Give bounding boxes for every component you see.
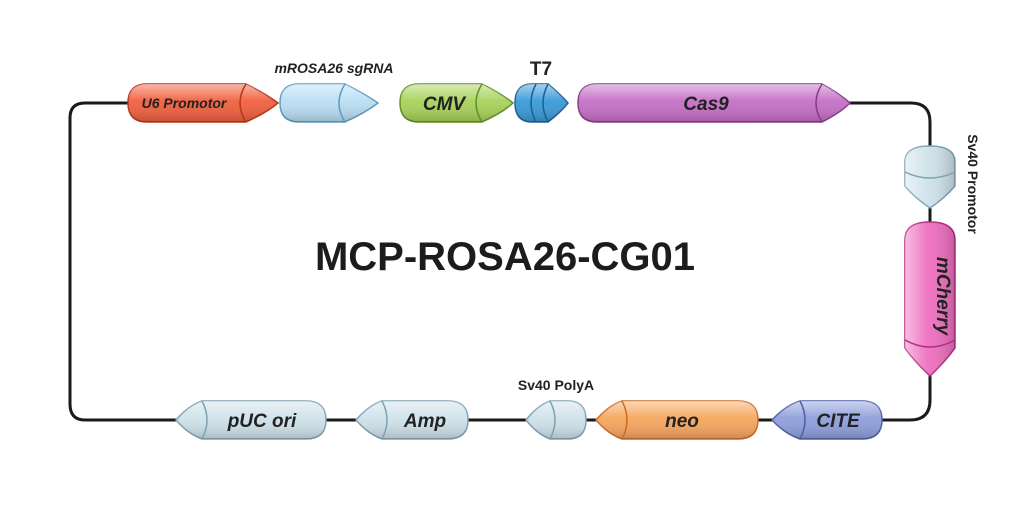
feature-sv40-promotor: [904, 145, 956, 209]
feature-amp: Amp: [355, 400, 469, 440]
sv40-promotor-label: Sv40 Promotor: [965, 134, 981, 234]
feature-t7: [514, 83, 569, 123]
plasmid-backbone: [68, 101, 932, 422]
feature-puc-ori: pUC ori: [175, 400, 327, 440]
feature-cmv: CMV: [399, 83, 515, 123]
feature-mcherry: mCherry: [904, 221, 956, 378]
t7-label: T7: [530, 59, 552, 80]
neo-label: neo: [665, 411, 699, 432]
sv40-polya-label: Sv40 PolyA: [518, 377, 594, 393]
mcherry-label: mCherry: [932, 257, 953, 337]
feature-cas9: Cas9: [577, 83, 852, 123]
u6-promotor-label: U6 Promotor: [142, 95, 228, 111]
puc-ori-label: pUC ori: [227, 411, 297, 432]
plasmid-title: MCP-ROSA26-CG01: [315, 235, 695, 279]
feature-mrosa26-sgrna: [279, 83, 380, 123]
cmv-label: CMV: [423, 94, 467, 115]
cas9-label: Cas9: [683, 94, 729, 115]
cite-label: CITE: [816, 411, 861, 432]
feature-neo: neo: [595, 400, 759, 440]
feature-u6-promotor: U6 Promotor: [127, 83, 280, 123]
mrosa26-sgrna-label: mROSA26 sgRNA: [274, 60, 393, 76]
feature-cite: CITE: [770, 400, 883, 440]
feature-sv40-polya: [525, 400, 587, 440]
amp-label: Amp: [403, 411, 446, 432]
